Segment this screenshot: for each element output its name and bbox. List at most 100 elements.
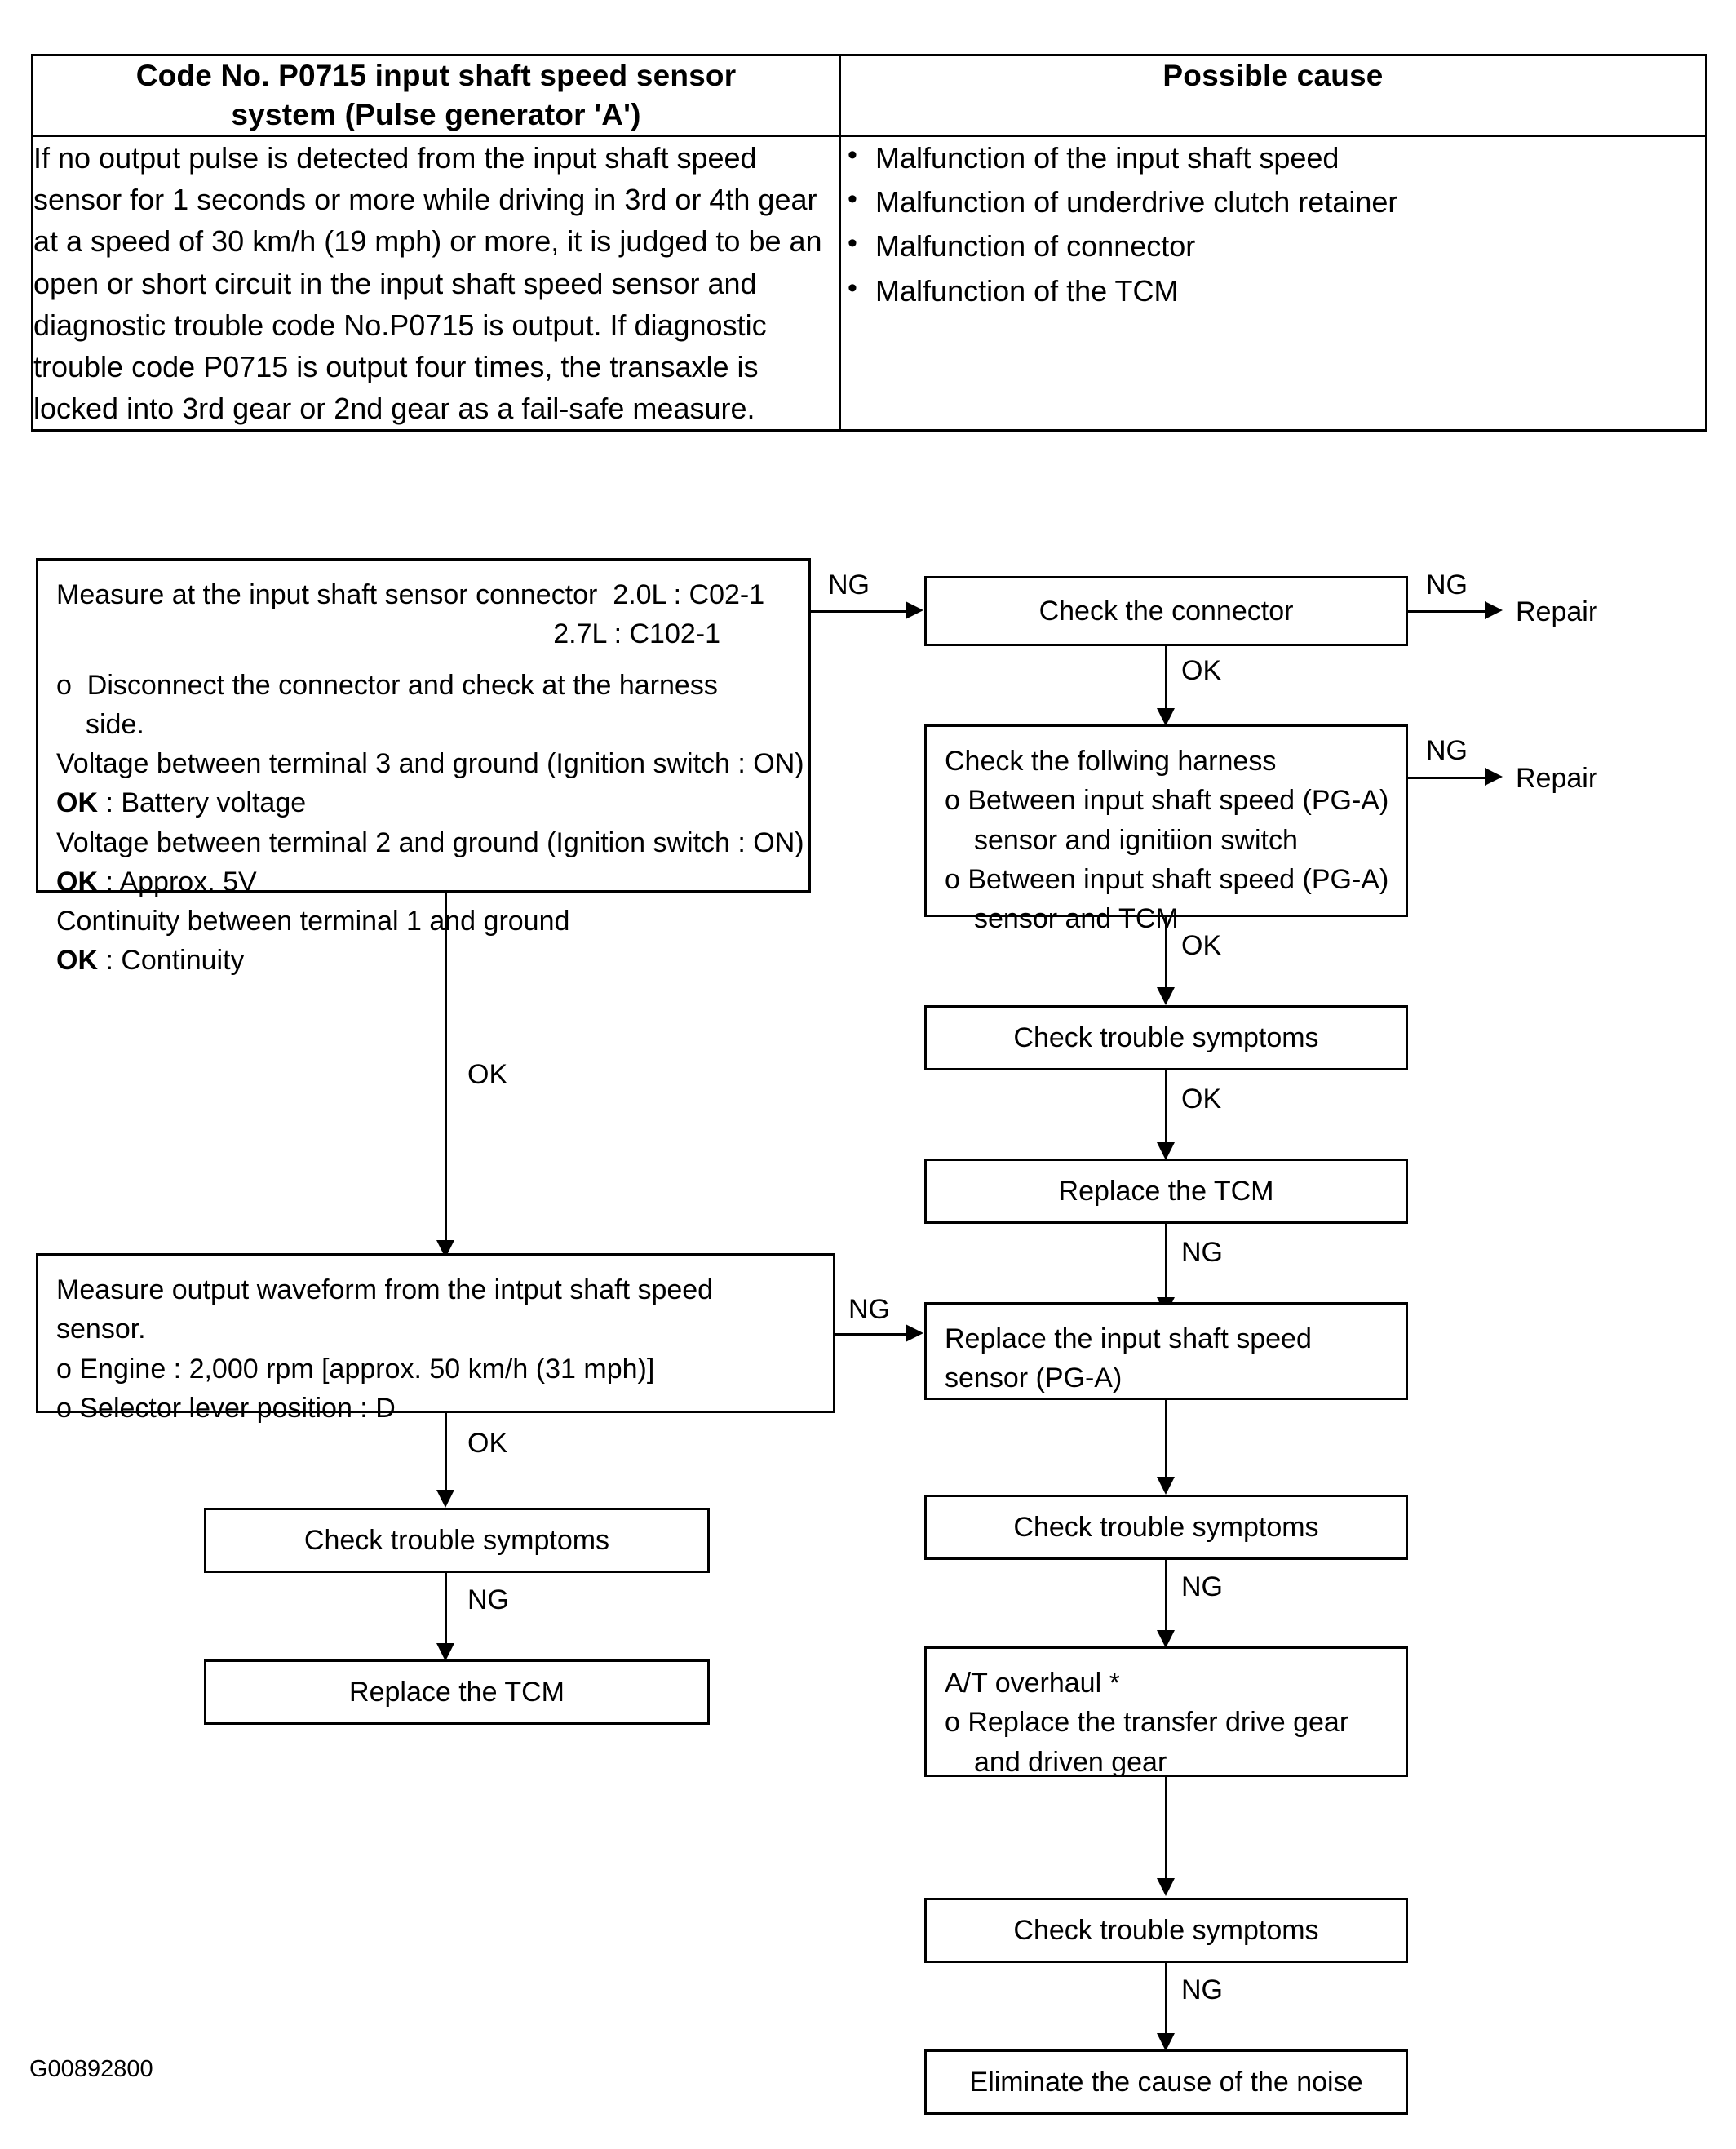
check-symptoms-left-label: Check trouble symptoms — [303, 1524, 610, 1556]
label-ok-left: OK — [467, 1428, 508, 1459]
arrow-down-icon — [1157, 1142, 1175, 1160]
arrow-down-icon — [436, 1490, 454, 1508]
ok-label-2: OK — [56, 866, 98, 897]
connector-line — [1408, 777, 1490, 779]
replace-tcm-right-label: Replace the TCM — [1058, 1175, 1274, 1207]
arrow-down-icon — [1157, 1477, 1175, 1495]
ok-value-2: : Approx. 5V — [98, 866, 257, 897]
connector-line — [811, 610, 910, 613]
flow-box-replace-tcm-right: Replace the TCM — [924, 1159, 1408, 1224]
disconnect-bullet: o Disconnect the connector and check at … — [56, 669, 718, 701]
connector-line — [445, 893, 447, 1245]
at-overhaul-line3: and driven gear — [974, 1746, 1167, 1778]
harness-title: Check the follwing harness — [945, 746, 1277, 777]
connector-line — [445, 1413, 447, 1495]
voltage-terminal-2: Voltage between terminal 2 and ground (I… — [56, 826, 804, 858]
disconnect-bullet-cont: side. — [86, 708, 144, 740]
header-code-cell: Code No. P0715 input shaft speed sensor … — [30, 53, 842, 138]
harness-bullet1-line2: sensor and ignitiion switch — [974, 824, 1298, 856]
check-symptoms-r3-label: Check trouble symptoms — [1013, 1914, 1319, 1946]
eliminate-noise-label: Eliminate the cause of the noise — [969, 2066, 1363, 2098]
arrow-right-icon — [1485, 768, 1503, 786]
ok-value-1: : Battery voltage — [98, 787, 307, 819]
at-overhaul-line2: o Replace the transfer drive gear — [945, 1707, 1349, 1739]
list-item: Malfunction of the input shaft speed — [841, 135, 1705, 179]
check-symptoms-r2-label: Check trouble symptoms — [1013, 1511, 1319, 1543]
check-connector-label: Check the connector — [1038, 595, 1294, 627]
label-ng-4: NG — [1181, 1237, 1223, 1268]
ok-continuity-row: OK : Continuity — [56, 941, 790, 980]
arrow-down-icon — [1157, 1878, 1175, 1896]
header-possible-cause-cell: Possible cause — [839, 53, 1707, 138]
waveform-line1: Measure output waveform from the intput … — [56, 1274, 714, 1305]
arrow-right-icon — [906, 601, 923, 619]
header-code-line2: system (Pulse generator 'A') — [231, 98, 641, 132]
list-item: Malfunction of the TCM — [841, 268, 1705, 312]
table-header-row: Code No. P0715 input shaft speed sensor … — [30, 53, 1707, 138]
measure-title: Measure at the input shaft sensor connec… — [56, 579, 598, 610]
check-symptoms-r1-label: Check trouble symptoms — [1013, 1021, 1319, 1053]
label-ng-7: NG — [1181, 1974, 1223, 2005]
ok-approx-5v-row: OK : Approx. 5V — [56, 862, 790, 902]
connector-line — [1165, 646, 1167, 713]
connector-line — [1165, 1070, 1167, 1147]
waveform-line2: sensor. — [56, 1314, 146, 1345]
spacer — [56, 654, 790, 666]
at-overhaul-line1: A/T overhaul * — [945, 1668, 1120, 1699]
label-ok-main: OK — [467, 1059, 508, 1090]
label-ok-3: OK — [1181, 1083, 1222, 1114]
harness-bullet1-line1: o Between input shaft speed (PG-A) — [945, 785, 1389, 817]
ok-value-3: : Continuity — [98, 945, 245, 977]
connector-20l: 2.0L : C02-1 — [613, 579, 765, 610]
description-text: If no output pulse is detected from the … — [33, 141, 822, 425]
description-table: Code No. P0715 input shaft speed sensor … — [30, 53, 1707, 432]
connector-line — [1165, 1777, 1167, 1883]
possible-cause-cell: Malfunction of the input shaft speed Mal… — [839, 135, 1707, 432]
flow-box-check-symptoms-left: Check trouble symptoms — [204, 1508, 710, 1573]
arrow-down-icon — [1157, 987, 1175, 1005]
flow-box-check-symptoms-r1: Check trouble symptoms — [924, 1005, 1408, 1070]
header-possible-cause-label: Possible cause — [1162, 59, 1384, 92]
label-ng-2: NG — [1426, 569, 1468, 600]
replace-sensor-line1: Replace the input shaft speed — [945, 1323, 1312, 1354]
continuity-terminal-1: Continuity between terminal 1 and ground — [56, 906, 570, 937]
arrow-down-icon — [1157, 1630, 1175, 1648]
arrow-right-icon — [1485, 601, 1503, 619]
arrow-down-icon — [436, 1643, 454, 1661]
flow-box-measure-connector: Measure at the input shaft sensor connec… — [36, 558, 811, 976]
label-ng-1: NG — [828, 569, 870, 600]
voltage-terminal-3: Voltage between terminal 3 and ground (I… — [56, 748, 804, 780]
connector-line — [445, 1573, 447, 1648]
flow-box-eliminate-noise: Eliminate the cause of the noise — [924, 2049, 1408, 2115]
label-ng-6: NG — [1181, 1571, 1223, 1602]
harness-bullet2-line1: o Between input shaft speed (PG-A) — [945, 863, 1389, 895]
flow-box-at-overhaul: A/T overhaul * o Replace the transfer dr… — [924, 1646, 1408, 1778]
text-repair-2: Repair — [1516, 763, 1598, 794]
flow-box-measure-waveform: Measure output waveform from the intput … — [36, 1253, 835, 1424]
text-repair-1: Repair — [1516, 596, 1598, 627]
connector-27l: 2.7L : C102-1 — [553, 618, 720, 650]
connector-line — [1165, 1224, 1167, 1302]
connector-line — [1408, 610, 1490, 613]
arrow-down-icon — [1157, 708, 1175, 726]
ok-label-1: OK — [56, 787, 98, 819]
flow-box-check-connector: Check the connector — [924, 576, 1408, 646]
label-ng-left: NG — [467, 1584, 509, 1615]
figure-code: G00892800 — [29, 2056, 153, 2082]
connector-line — [835, 1333, 910, 1336]
flow-box-replace-sensor: Replace the input shaft speed sensor (PG… — [924, 1302, 1408, 1400]
label-ok-2: OK — [1181, 930, 1222, 961]
flow-box-replace-tcm-left: Replace the TCM — [204, 1659, 710, 1725]
connector-27l-row: 2.7L : C102-1 — [56, 614, 790, 654]
flow-box-check-symptoms-r3: Check trouble symptoms — [924, 1898, 1408, 1963]
connector-line — [1165, 1963, 1167, 2038]
connector-line — [1165, 1560, 1167, 1635]
flow-box-check-harness: Check the follwing harness o Between inp… — [924, 724, 1408, 934]
arrow-down-icon — [1157, 2033, 1175, 2051]
possible-cause-list: Malfunction of the input shaft speed Mal… — [841, 135, 1705, 312]
replace-tcm-left-label: Replace the TCM — [349, 1676, 565, 1708]
label-ng-3: NG — [1426, 735, 1468, 766]
waveform-line3: o Engine : 2,000 rpm [approx. 50 km/h (3… — [56, 1353, 655, 1385]
ok-label-3: OK — [56, 945, 98, 977]
